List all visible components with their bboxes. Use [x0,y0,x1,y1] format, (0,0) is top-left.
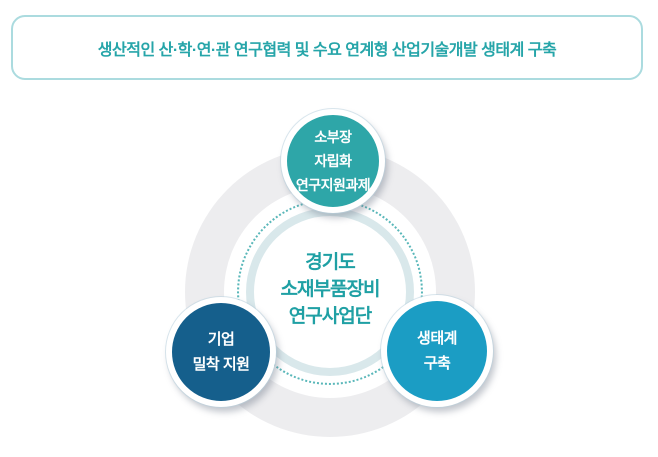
center-label: 경기도 소재부품장비 연구사업단 [230,249,430,330]
node-label-line: 소부장 [314,129,352,145]
title-banner: 생산적인 산·학·연·관 연구협력 및 수요 연계형 산업기술개발 생태계 구축 [11,15,643,80]
node-label-line: 구축 [423,355,451,372]
page-title: 생산적인 산·학·연·관 연구협력 및 수요 연계형 산업기술개발 생태계 구축 [97,41,557,59]
node-label-line: 생태계 [417,330,457,347]
node-company-support: 기업 밀착 지원 [166,297,276,407]
center-label-line: 경기도 [305,252,355,273]
node-label-line: 연구지원과제 [295,177,371,193]
center-label-line: 연구사업단 [288,306,372,327]
node-label-line: 기업 [207,331,235,348]
node-ecosystem-build: 생태계 구축 [381,295,493,407]
center-label-line: 소재부품장비 [280,279,381,300]
node-label-line: 밀착 지원 [192,356,250,373]
node-sobujang-research: 소부장 자립화 연구지원과제 [281,109,385,213]
node-label-line: 자립화 [314,153,352,169]
